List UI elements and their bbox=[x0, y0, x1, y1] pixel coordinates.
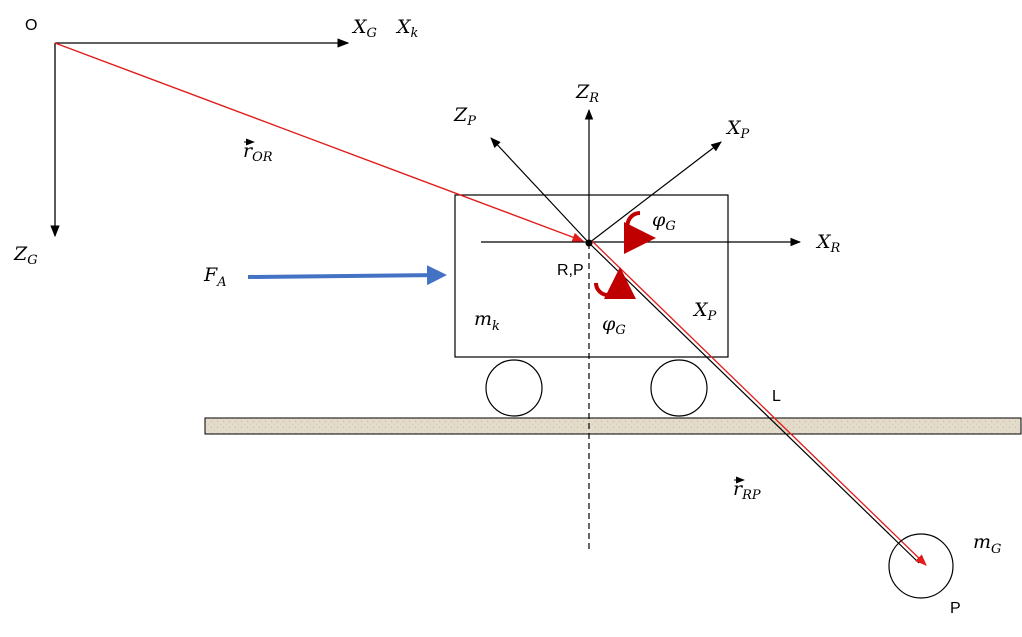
rotation-arrow-lower bbox=[594, 267, 636, 300]
label-xr: XR bbox=[815, 231, 841, 256]
label-origin: O bbox=[25, 17, 37, 34]
label-phi-lower: φG bbox=[602, 313, 626, 338]
force-arrow-fa bbox=[247, 265, 447, 286]
pendulum-rod bbox=[588, 242, 920, 564]
axis-zp bbox=[490, 137, 590, 244]
label-pendulum-point: P bbox=[950, 600, 961, 617]
label-r-or: rOR bbox=[243, 138, 273, 165]
label-xp-upper: XP bbox=[725, 117, 750, 142]
label-zg: ZG bbox=[13, 243, 38, 268]
label-fa: FA bbox=[203, 264, 227, 290]
label-rp-point: R,P bbox=[557, 262, 584, 279]
label-zr: ZR bbox=[575, 81, 599, 106]
cart-wheel-right bbox=[650, 359, 708, 417]
label-xk: Xk bbox=[395, 16, 419, 41]
rotation-arrow-upper bbox=[623, 211, 656, 254]
label-r-rp: rRP bbox=[733, 476, 761, 503]
pendulum-mass bbox=[888, 533, 954, 599]
label-phi-upper: φG bbox=[652, 209, 676, 234]
cart-wheel-left bbox=[485, 359, 543, 417]
axis-xp bbox=[588, 141, 722, 244]
pivot-point bbox=[585, 239, 593, 247]
label-xg: XG bbox=[351, 16, 377, 41]
svg-text:rRP: rRP bbox=[733, 478, 761, 503]
label-length: L bbox=[772, 388, 781, 405]
label-mg: mG bbox=[973, 531, 1001, 557]
vector-r-or bbox=[54, 42, 585, 242]
vector-r-rp bbox=[591, 240, 927, 566]
label-mk: mk bbox=[474, 308, 500, 334]
svg-text:rOR: rOR bbox=[243, 140, 273, 165]
cart-body bbox=[454, 194, 729, 358]
label-zp: ZP bbox=[453, 104, 476, 129]
ground-rail bbox=[204, 417, 1022, 435]
label-xp-lower: XP bbox=[692, 299, 717, 324]
